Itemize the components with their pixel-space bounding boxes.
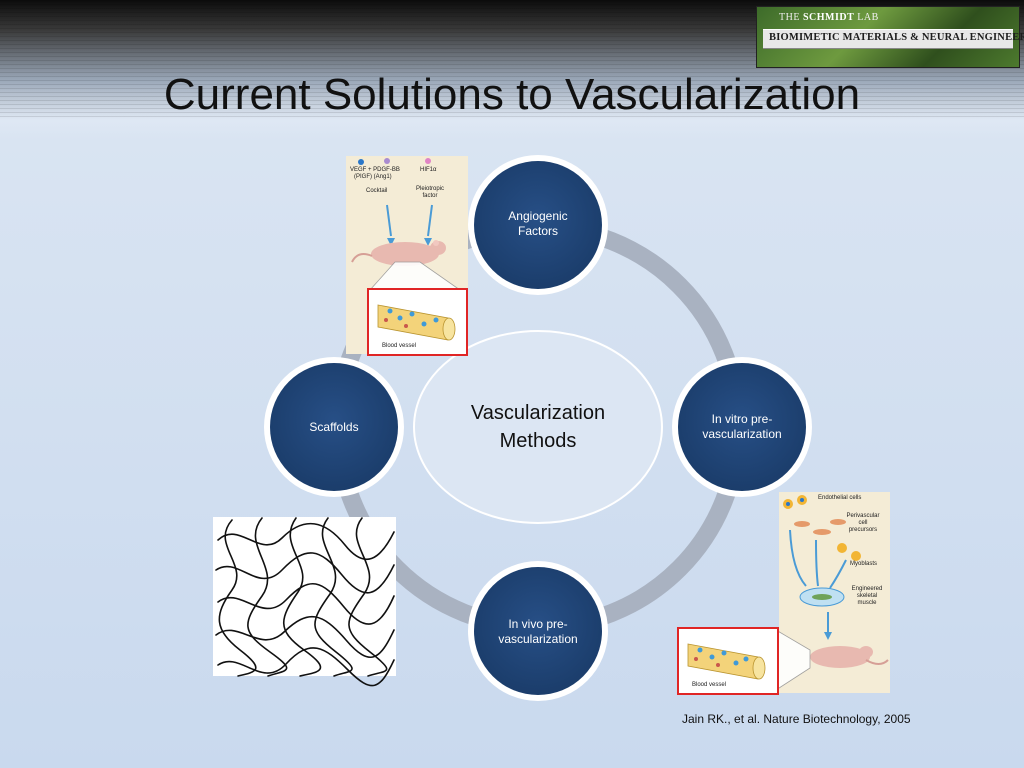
- fig-label-blood-vessel-2: Blood vessel: [692, 682, 727, 688]
- mouse-icon-2: [810, 646, 870, 668]
- mouse-icon: [371, 242, 439, 266]
- node-in-vivo-label: In vivo pre-vascularization: [498, 617, 578, 646]
- logo-line1: THE SCHMIDT LAB: [779, 12, 879, 23]
- in-vitro-figure: [677, 492, 890, 695]
- angiogenic-figure: [346, 156, 468, 356]
- center-ellipse: [413, 330, 663, 524]
- node-in-vitro: [672, 357, 812, 497]
- lab-logo: THE SCHMIDT LAB BIOMIMETIC MATERIALS & N…: [756, 6, 1024, 68]
- fig-label-vegf: VEGF + PDGF-BB: [350, 167, 400, 173]
- logo-line2: BIOMIMETIC MATERIALS & NEURAL ENGINEERIN…: [769, 32, 1024, 43]
- blood-vessel-icon-2: [687, 643, 766, 680]
- fig-label-blood-vessel: Blood vessel: [382, 343, 417, 349]
- fig-label-endothelial: Endothelial cells: [818, 495, 862, 501]
- fig-label-cocktail: Cocktail: [366, 188, 388, 194]
- node-scaffolds-label: Scaffolds: [309, 420, 359, 434]
- slide-title: Current Solutions to Vascularization: [163, 70, 861, 119]
- node-in-vitro-label: In vitro pre-vascularization: [702, 412, 782, 441]
- fig-label-myoblasts: Myoblasts: [850, 561, 878, 567]
- citation: Jain RK., et al. Nature Biotechnology, 2…: [682, 712, 911, 726]
- node-in-vivo: [468, 561, 608, 701]
- blood-vessel-icon: [377, 304, 456, 341]
- node-angiogenic: [468, 155, 608, 295]
- fig-label-pigf: (PIGF) (Ang1): [354, 174, 392, 180]
- fig-label-hif: HIF1α: [420, 167, 437, 173]
- node-scaffolds: [264, 357, 404, 497]
- scaffold-mesh-image: [213, 517, 396, 687]
